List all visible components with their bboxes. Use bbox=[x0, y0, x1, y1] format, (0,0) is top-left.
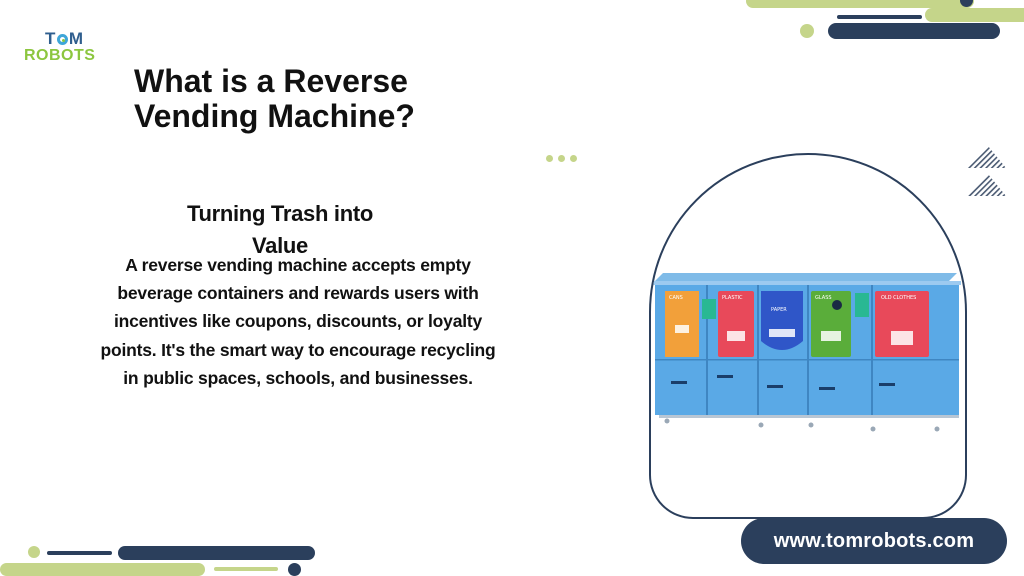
deco-bar-navy-thin bbox=[837, 15, 922, 19]
logo-line-2: ROBOTS bbox=[24, 47, 96, 64]
deco-bar-lime-top bbox=[746, 0, 974, 8]
deco-dot-navy-top bbox=[960, 0, 973, 7]
deco-dot-small-3 bbox=[570, 155, 577, 162]
bin-label-cans: CANS bbox=[669, 295, 683, 301]
slide-subtitle: Turning Trash into Value bbox=[186, 201, 374, 258]
bin-label-paper: PAPER bbox=[771, 307, 787, 313]
deco-bar-lime-thin-bottom bbox=[214, 567, 278, 571]
reverse-vending-machine-illustration: CANS PLASTIC PAPER GLASS OLD CLOTHES bbox=[653, 273, 961, 432]
deco-bar-navy-thin-bottom bbox=[47, 551, 112, 555]
deco-bar-navy-thick bbox=[828, 23, 1000, 39]
deco-bar-lime-right bbox=[925, 8, 1024, 22]
logo-o-icon bbox=[56, 34, 68, 45]
deco-dot-lime bbox=[800, 24, 814, 38]
bin-label-plastic: PLASTIC bbox=[722, 295, 743, 301]
slide-title: What is a Reverse Vending Machine? bbox=[134, 63, 415, 134]
deco-dot-navy-bottom bbox=[288, 563, 301, 576]
deco-dot-small-2 bbox=[558, 155, 565, 162]
bin-label-glass: GLASS bbox=[815, 295, 832, 301]
deco-dot-small-1 bbox=[546, 155, 553, 162]
hatch-triangles-icon bbox=[966, 146, 1006, 196]
bin-label-old-clothes: OLD CLOTHES bbox=[881, 295, 916, 301]
deco-dot-lime-bottom bbox=[28, 546, 40, 558]
slide-body-text: A reverse vending machine accepts empty … bbox=[100, 255, 496, 388]
machine-image-frame: CANS PLASTIC PAPER GLASS OLD CLOTHES bbox=[649, 153, 967, 519]
website-url-link[interactable]: www.tomrobots.com bbox=[741, 518, 1007, 564]
deco-bar-lime-bottom bbox=[0, 563, 205, 576]
deco-bar-navy-thick-bottom bbox=[118, 546, 315, 560]
